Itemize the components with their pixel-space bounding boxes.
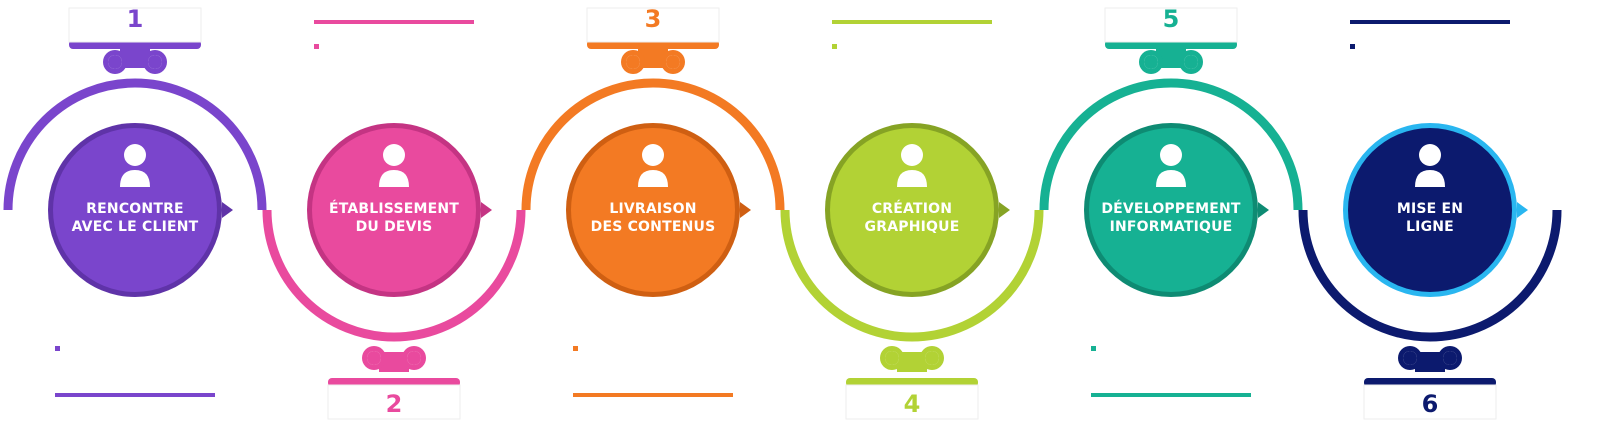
- decor-square: [832, 44, 837, 49]
- pointer-arrow: [481, 202, 492, 218]
- step-disc: [1089, 128, 1253, 292]
- person-icon: [897, 144, 927, 187]
- step-label-line2: INFORMATIQUE: [1110, 219, 1233, 235]
- pointer-arrow: [222, 202, 233, 218]
- number-tab: [327, 384, 461, 420]
- step-disc: [1348, 128, 1512, 292]
- connector-bead-right: [1184, 55, 1198, 69]
- step-label-line2: GRAPHIQUE: [865, 219, 960, 235]
- connector-stem: [1415, 352, 1445, 372]
- person-head: [1419, 144, 1441, 166]
- person-head: [383, 144, 405, 166]
- person-icon: [1156, 144, 1186, 187]
- step-label-line1: LIVRAISON: [609, 201, 696, 217]
- connector-stem: [379, 352, 409, 372]
- step-4: 4 CRÉATION GRAPHIQUE: [780, 20, 1044, 420]
- step-number: 3: [645, 5, 662, 33]
- step-2: 2 ÉTABLISSEMENT DU DEVIS: [262, 20, 526, 420]
- pointer-arrow: [999, 202, 1010, 218]
- connector-stem: [638, 48, 668, 68]
- decor-square: [1091, 346, 1096, 351]
- connector-bead-right: [148, 55, 162, 69]
- step-disc: [53, 128, 217, 292]
- connector-bead-left: [626, 55, 640, 69]
- person-icon: [120, 144, 150, 187]
- step-arc: [521, 78, 785, 211]
- number-tab: [845, 384, 979, 420]
- step-label-line2: DES CONTENUS: [591, 219, 716, 235]
- number-tab: [1104, 7, 1238, 43]
- connector-bead-left: [367, 351, 381, 365]
- person-body: [638, 170, 668, 187]
- decor-square: [573, 346, 578, 351]
- connector-bead-left: [108, 55, 122, 69]
- step-arc: [262, 209, 526, 342]
- person-head: [642, 144, 664, 166]
- number-tab: [586, 7, 720, 43]
- step-label-line2: LIGNE: [1406, 219, 1454, 235]
- connector-stem: [1156, 48, 1186, 68]
- decor-square: [1350, 44, 1355, 49]
- step-arc: [1039, 78, 1303, 211]
- number-tab: [68, 7, 202, 43]
- step-number: 2: [386, 390, 403, 418]
- step-label-line1: MISE EN: [1397, 201, 1463, 217]
- connector-bead-right: [1443, 351, 1457, 365]
- step-arc: [1298, 209, 1562, 342]
- person-body: [897, 170, 927, 187]
- connector-bead-left: [885, 351, 899, 365]
- pointer-arrow: [1517, 202, 1528, 218]
- connector-bead-right: [666, 55, 680, 69]
- step-label-line2: DU DEVIS: [356, 219, 433, 235]
- person-head: [901, 144, 923, 166]
- step-label-line1: ÉTABLISSEMENT: [329, 200, 459, 217]
- person-icon: [638, 144, 668, 187]
- person-icon: [379, 144, 409, 187]
- person-head: [124, 144, 146, 166]
- pointer-arrow: [1258, 202, 1269, 218]
- step-number: 6: [1422, 390, 1439, 418]
- connector-stem: [120, 48, 150, 68]
- connector-stem: [897, 352, 927, 372]
- step-disc: [312, 128, 476, 292]
- connector-bead-right: [407, 351, 421, 365]
- person-body: [1415, 170, 1445, 187]
- person-body: [379, 170, 409, 187]
- step-number: 1: [127, 5, 144, 33]
- person-body: [120, 170, 150, 187]
- connector-bead-right: [925, 351, 939, 365]
- step-disc: [830, 128, 994, 292]
- step-disc: [571, 128, 735, 292]
- pointer-arrow: [740, 202, 751, 218]
- step-number: 4: [904, 390, 921, 418]
- step-label-line2: AVEC LE CLIENT: [72, 219, 199, 235]
- person-head: [1160, 144, 1182, 166]
- step-label-line1: RENCONTRE: [86, 201, 184, 217]
- step-label-line1: DÉVELOPPEMENT: [1101, 200, 1241, 217]
- step-arc: [3, 78, 267, 211]
- connector-bead-left: [1144, 55, 1158, 69]
- step-arc: [780, 209, 1044, 342]
- step-number: 5: [1163, 5, 1180, 33]
- step-6: 6 MISE EN LIGNE: [1298, 20, 1562, 420]
- number-tab: [1363, 384, 1497, 420]
- person-icon: [1415, 144, 1445, 187]
- person-body: [1156, 170, 1186, 187]
- decor-square: [314, 44, 319, 49]
- connector-bead-left: [1403, 351, 1417, 365]
- step-label-line1: CRÉATION: [872, 200, 952, 217]
- decor-square: [55, 346, 60, 351]
